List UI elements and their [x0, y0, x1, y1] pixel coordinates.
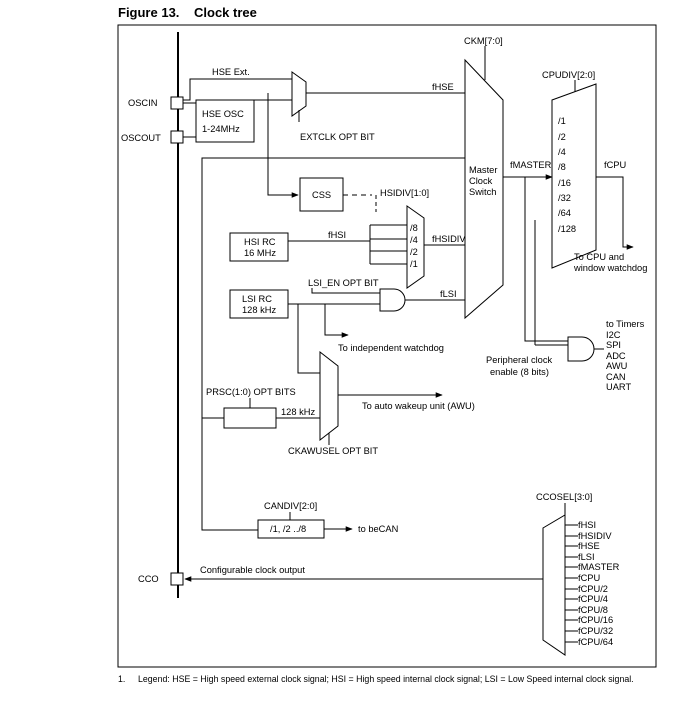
master-clock-switch — [464, 58, 504, 320]
hse-osc-block: HSE OSC 1-24MHz — [195, 99, 255, 143]
cpudiv-input: /16 — [558, 178, 571, 188]
hsidiv-input: /4 — [410, 235, 418, 245]
cpudiv-input: /32 — [558, 193, 571, 203]
footnote-text: HSE = High speed external clock signal; … — [172, 674, 634, 684]
extclk-mux — [291, 71, 307, 117]
cpudiv-input: /128 — [558, 224, 576, 234]
cpudiv-input: /8 — [558, 162, 566, 172]
to-cpu-line: window watchdog — [573, 263, 647, 273]
periph-line: enable (8 bits) — [490, 367, 549, 377]
cco-input: fCPU/2 — [578, 584, 608, 594]
extclk-label: EXTCLK OPT BIT — [300, 132, 375, 142]
fhsi-label: fHSI — [328, 230, 346, 240]
cco-input: fLSI — [578, 552, 595, 562]
to-cpu-line: To CPU and — [574, 252, 624, 262]
hse-osc-range: 1-24MHz — [202, 124, 240, 134]
lsi-and-gate — [379, 288, 406, 312]
timers-item: ADC — [606, 351, 626, 361]
to-iwdg-label: To independent watchdog — [338, 343, 444, 353]
ckm-label: CKM[7:0] — [464, 36, 503, 46]
hse-osc-name: HSE OSC — [202, 109, 244, 119]
master-switch-line: Switch — [469, 187, 496, 197]
cco-input: fCPU/64 — [578, 637, 613, 647]
cpudiv-input: /4 — [558, 147, 566, 157]
lsi-en-label: LSI_EN OPT BIT — [308, 278, 379, 288]
footnote: 1. Legend: HSE = High speed external clo… — [118, 674, 658, 684]
figure-title: Figure 13. Clock tree — [118, 5, 257, 20]
cpudiv-input: /64 — [558, 208, 571, 218]
prsc-label: PRSC(1:0) OPT BITS — [206, 387, 296, 397]
fhsidiv-label: fHSIDIV — [432, 234, 466, 244]
cco-input: fCPU/8 — [578, 605, 608, 615]
candiv-box-label: /1, /2 ../8 — [270, 524, 306, 534]
flsi-label: fLSI — [440, 289, 457, 299]
prsc-block — [223, 407, 277, 429]
master-switch-line: Master — [469, 165, 497, 175]
cco-input: fCPU/16 — [578, 615, 613, 625]
cco-output-label: Configurable clock output — [200, 565, 305, 575]
cco-label: CCO — [138, 574, 159, 584]
cco-input: fCPU/4 — [578, 594, 608, 604]
khz128-label: 128 kHz — [281, 407, 315, 417]
hsidiv-mux — [406, 205, 425, 289]
oscout-label: OSCOUT — [121, 133, 161, 143]
figure-frame — [117, 24, 657, 668]
timers-item: SPI — [606, 340, 621, 350]
timers-item: to Timers — [606, 319, 645, 329]
hsi-rc-freq: 16 MHz — [244, 248, 276, 258]
footnote-number: 1. — [118, 674, 126, 684]
fcpu-label: fCPU — [604, 160, 626, 170]
timers-item: AWU — [606, 361, 627, 371]
figure-number: Figure 13. — [118, 5, 180, 20]
hsidiv-label: HSIDIV[1:0] — [380, 188, 429, 198]
oscout-pin: OSCOUT — [121, 130, 184, 144]
ckawusel-mux — [319, 350, 339, 442]
lsi-rc-name: LSI RC — [242, 294, 272, 304]
footnote-lead: Legend: — [138, 674, 170, 684]
hsi-rc-block: HSI RC 16 MHz — [229, 232, 289, 262]
ckawusel-label: CKAWUSEL OPT BIT — [288, 446, 378, 456]
lsi-rc-freq: 128 kHz — [242, 305, 276, 315]
ccosel-label: CCOSEL[3:0] — [536, 492, 592, 502]
timers-item: I2C — [606, 330, 621, 340]
cco-input: fCPU — [578, 573, 600, 583]
cco-input: fMASTER — [578, 562, 620, 572]
ccosel-mux — [542, 514, 566, 656]
lsi-rc-block: LSI RC 128 kHz — [229, 289, 289, 319]
cco-input: fCPU/32 — [578, 626, 613, 636]
cco-input: fHSI — [578, 520, 596, 530]
fhse-label: fHSE — [432, 82, 454, 92]
hsi-rc-name: HSI RC — [244, 237, 276, 247]
candiv-label: CANDIV[2:0] — [264, 501, 317, 511]
timers-item: UART — [606, 382, 631, 392]
cpudiv-input: /1 — [558, 116, 566, 126]
hsidiv-input: /1 — [410, 259, 418, 269]
cpudiv-input: /2 — [558, 132, 566, 142]
cco-input: fHSE — [578, 541, 600, 551]
timers-item: CAN — [606, 372, 626, 382]
master-switch-line: Clock — [469, 176, 493, 186]
oscin-pin: OSCIN — [128, 96, 184, 110]
to-becan-label: to beCAN — [358, 524, 398, 534]
cco-inputs: fHSI fHSIDIV fHSE fLSI fMASTER fCPU fCPU… — [565, 520, 620, 647]
cpudiv-label: CPUDIV[2:0] — [542, 70, 595, 80]
hsidiv-input: /8 — [410, 223, 418, 233]
fmaster-label: fMASTER — [510, 160, 552, 170]
cco-input: fHSIDIV — [578, 531, 612, 541]
periph-line: Peripheral clock — [486, 355, 552, 365]
hse-ext-label: HSE Ext. — [212, 67, 250, 77]
cpudiv-mux — [551, 83, 597, 269]
css-label: CSS — [312, 190, 331, 200]
peripheral-and-gate — [567, 336, 595, 362]
to-awu-label: To auto wakeup unit (AWU) — [362, 401, 475, 411]
hsidiv-input: /2 — [410, 247, 418, 257]
css-block — [299, 177, 344, 212]
cco-pin: CCO — [138, 572, 184, 586]
figure-caption: Clock tree — [194, 5, 257, 20]
oscin-label: OSCIN — [128, 98, 157, 108]
